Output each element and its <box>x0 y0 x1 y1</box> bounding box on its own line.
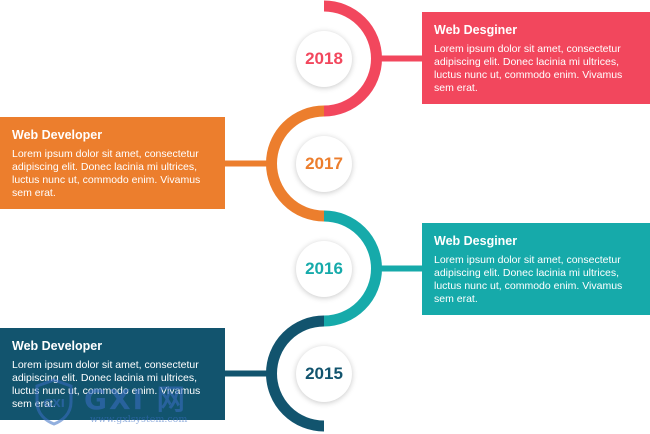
year-label: 2016 <box>305 259 343 278</box>
card-title: Web Developer <box>12 128 103 142</box>
year-label: 2017 <box>305 154 343 173</box>
watermark-logo: GXI GXI 网 www.gxlsystem.com <box>34 378 214 430</box>
timeline-card-2017: Web Developer Lorem ipsum dolor sit amet… <box>0 117 225 209</box>
year-label: 2015 <box>305 364 343 383</box>
card-text: Lorem ipsum dolor sit amet, consectetur … <box>12 148 201 199</box>
card-text: Lorem ipsum dolor sit amet, consectetur … <box>434 254 623 305</box>
card-text: Lorem ipsum dolor sit amet, consectetur … <box>434 43 623 94</box>
year-badge-2017: 2017 <box>296 136 352 192</box>
shield-icon: GXI <box>35 378 73 426</box>
card-title: Web Desginer <box>434 234 518 248</box>
timeline-card-2018: Web Desginer Lorem ipsum dolor sit amet,… <box>422 12 650 104</box>
card-title: Web Desginer <box>434 23 518 37</box>
timeline-card-2016: Web Desginer Lorem ipsum dolor sit amet,… <box>422 223 650 315</box>
card-title: Web Developer <box>12 339 103 353</box>
year-label: 2018 <box>305 49 343 68</box>
watermark-brand: GXI 网 <box>84 383 187 416</box>
year-badge-2015: 2015 <box>296 346 352 402</box>
year-badge-2018: 2018 <box>296 31 352 87</box>
year-badge-2016: 2016 <box>296 241 352 297</box>
watermark-url: www.gxlsystem.com <box>90 414 188 425</box>
svg-text:GXI: GXI <box>43 397 65 410</box>
